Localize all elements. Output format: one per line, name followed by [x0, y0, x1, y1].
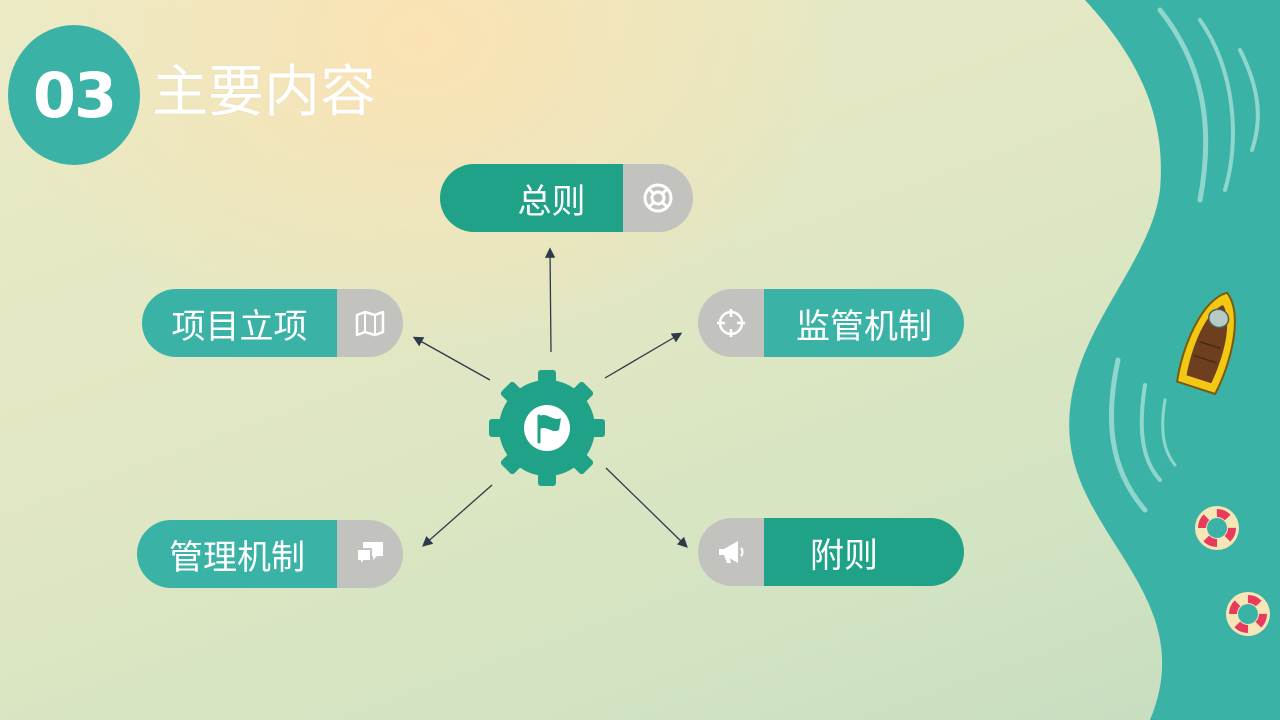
arrow-to-left-bottom — [422, 484, 493, 547]
item-management-mechanism-label: 管理机制 — [137, 520, 337, 588]
arrow-to-right-top — [604, 332, 683, 379]
chat-icon — [337, 520, 403, 588]
wave-line — [1139, 383, 1162, 482]
section-number-badge: 03 — [8, 25, 140, 165]
crosshair-icon — [698, 289, 764, 357]
wave-line — [1157, 7, 1209, 203]
item-general-provisions-label: 总则 — [440, 164, 623, 232]
item-general-provisions[interactable]: 总则 — [440, 164, 693, 232]
lifebuoy-icon — [623, 164, 693, 232]
lifebuoy-decoration-icon — [1195, 506, 1239, 550]
item-supplementary-provisions-label: 附则 — [764, 518, 964, 586]
item-project-initiation[interactable]: 项目立项 — [142, 289, 403, 357]
map-icon — [337, 289, 403, 357]
arrow-to-top — [544, 247, 556, 353]
wave-line — [1198, 18, 1235, 192]
wave-line — [1108, 357, 1148, 513]
boat-icon — [1175, 291, 1236, 396]
item-supervision-mechanism[interactable]: 监管机制 — [698, 289, 964, 357]
page-title: 主要内容 — [152, 60, 376, 125]
item-supervision-mechanism-label: 监管机制 — [764, 289, 964, 357]
lifebuoy-decoration-icon — [1226, 592, 1270, 636]
item-management-mechanism[interactable]: 管理机制 — [137, 520, 403, 588]
flag-gear-icon — [489, 370, 605, 486]
item-supplementary-provisions[interactable]: 附则 — [698, 518, 964, 586]
arrow-to-right-bottom — [605, 467, 688, 548]
megaphone-icon — [698, 518, 764, 586]
wave-line — [1238, 48, 1260, 152]
wave-line — [1161, 398, 1177, 467]
item-project-initiation-label: 项目立项 — [142, 289, 337, 357]
section-number: 03 — [32, 58, 117, 132]
arrow-to-left-top — [412, 336, 491, 381]
